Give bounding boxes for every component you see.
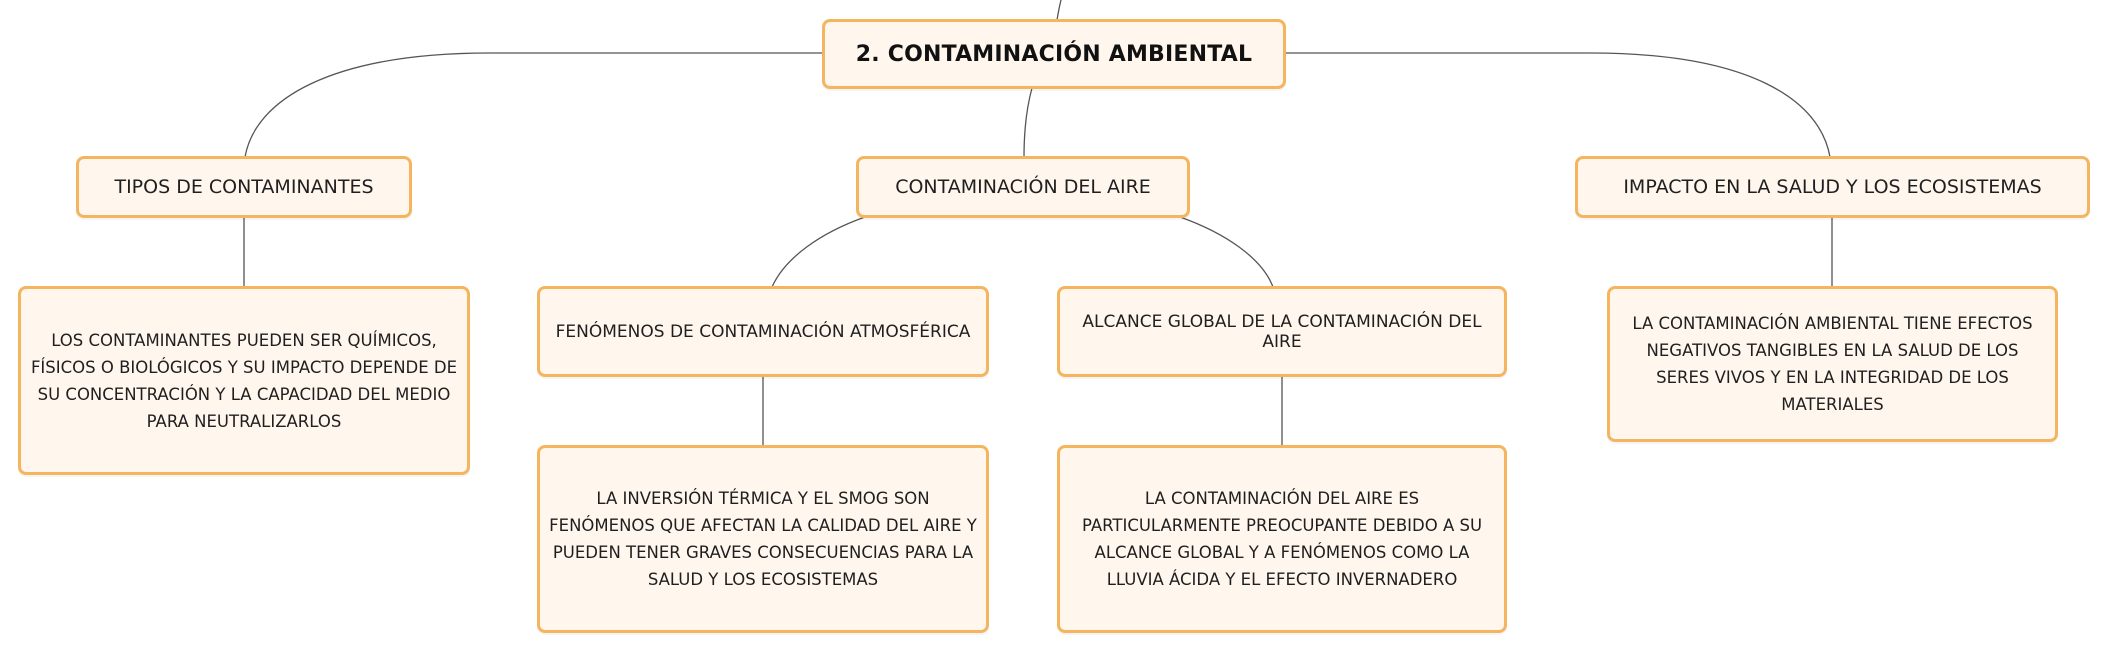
node-aire-label: CONTAMINACIÓN DEL AIRE (895, 176, 1151, 198)
node-contaminacion-del-aire[interactable]: CONTAMINACIÓN DEL AIRE (856, 156, 1190, 218)
node-tipos-label: TIPOS DE CONTAMINANTES (114, 176, 374, 198)
node-fenomenos-detail[interactable]: LA INVERSIÓN TÉRMICA Y EL SMOG SON FENÓM… (537, 445, 989, 633)
node-fenomenos-atmosfericos[interactable]: FENÓMENOS DE CONTAMINACIÓN ATMOSFÉRICA (537, 286, 989, 377)
node-alcance-detail-text: LA CONTAMINACIÓN DEL AIRE ES PARTICULARM… (1081, 489, 1483, 589)
root-node[interactable]: 2. CONTAMINACIÓN AMBIENTAL (822, 19, 1286, 89)
node-impacto-detail-text: LA CONTAMINACIÓN AMBIENTAL TIENE EFECTOS… (1632, 314, 2033, 414)
node-alcance-global[interactable]: ALCANCE GLOBAL DE LA CONTAMINACIÓN DEL A… (1057, 286, 1507, 377)
node-alcance-detail[interactable]: LA CONTAMINACIÓN DEL AIRE ES PARTICULARM… (1057, 445, 1507, 633)
node-impacto-label: IMPACTO EN LA SALUD Y LOS ECOSISTEMAS (1623, 176, 2042, 198)
node-alcance-label: ALCANCE GLOBAL DE LA CONTAMINACIÓN DEL A… (1082, 311, 1482, 352)
connector-aire-alcance (1179, 216, 1274, 288)
connector-aire-fenomenos (771, 216, 866, 288)
node-fenomenos-detail-text: LA INVERSIÓN TÉRMICA Y EL SMOG SON FENÓM… (549, 489, 977, 589)
connector-root-parent (1056, 0, 1062, 21)
node-impacto-salud-ecosistemas[interactable]: IMPACTO EN LA SALUD Y LOS ECOSISTEMAS (1575, 156, 2090, 218)
node-impacto-detail[interactable]: LA CONTAMINACIÓN AMBIENTAL TIENE EFECTOS… (1607, 286, 2058, 442)
node-tipos-de-contaminantes[interactable]: TIPOS DE CONTAMINANTES (76, 156, 412, 218)
connector-root-aire (1023, 87, 1033, 158)
root-node-label: 2. CONTAMINACIÓN AMBIENTAL (855, 41, 1253, 67)
connector-root-tipos (244, 52, 824, 158)
connector-root-impacto (1285, 52, 1831, 158)
node-tipos-detail[interactable]: LOS CONTAMINANTES PUEDEN SER QUÍMICOS, F… (18, 286, 470, 475)
node-fenomenos-label: FENÓMENOS DE CONTAMINACIÓN ATMOSFÉRICA (555, 321, 971, 342)
node-tipos-detail-text: LOS CONTAMINANTES PUEDEN SER QUÍMICOS, F… (30, 330, 458, 431)
